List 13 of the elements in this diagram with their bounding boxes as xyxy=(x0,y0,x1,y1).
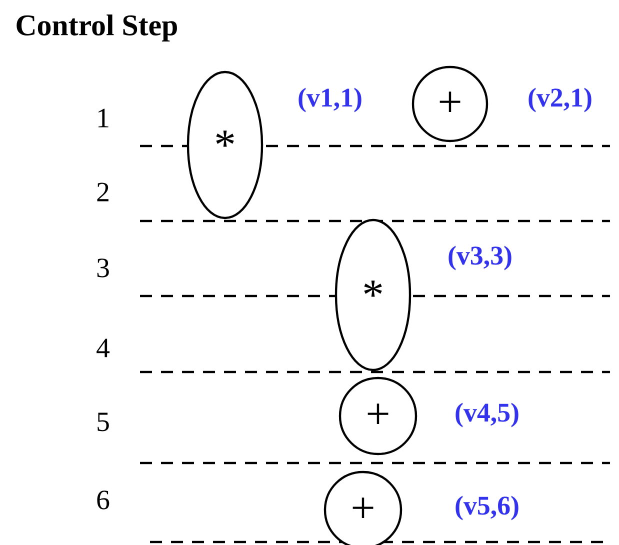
node-label: (v3,3) xyxy=(448,246,512,270)
node-label: (v2,1) xyxy=(528,88,592,112)
step-number: 3 xyxy=(97,258,109,278)
node-label: (v5,6) xyxy=(456,496,518,520)
node-label: + xyxy=(352,498,374,518)
title: Control Step xyxy=(16,14,177,42)
step-number: 1 xyxy=(98,108,108,128)
node-label: (v1,1) xyxy=(298,88,362,112)
step-number: 5 xyxy=(98,412,109,432)
step-number: 4 xyxy=(96,338,110,358)
node-label: (v4,5) xyxy=(456,402,518,428)
step-number: 2 xyxy=(97,182,108,202)
step-number: 6 xyxy=(97,490,110,510)
